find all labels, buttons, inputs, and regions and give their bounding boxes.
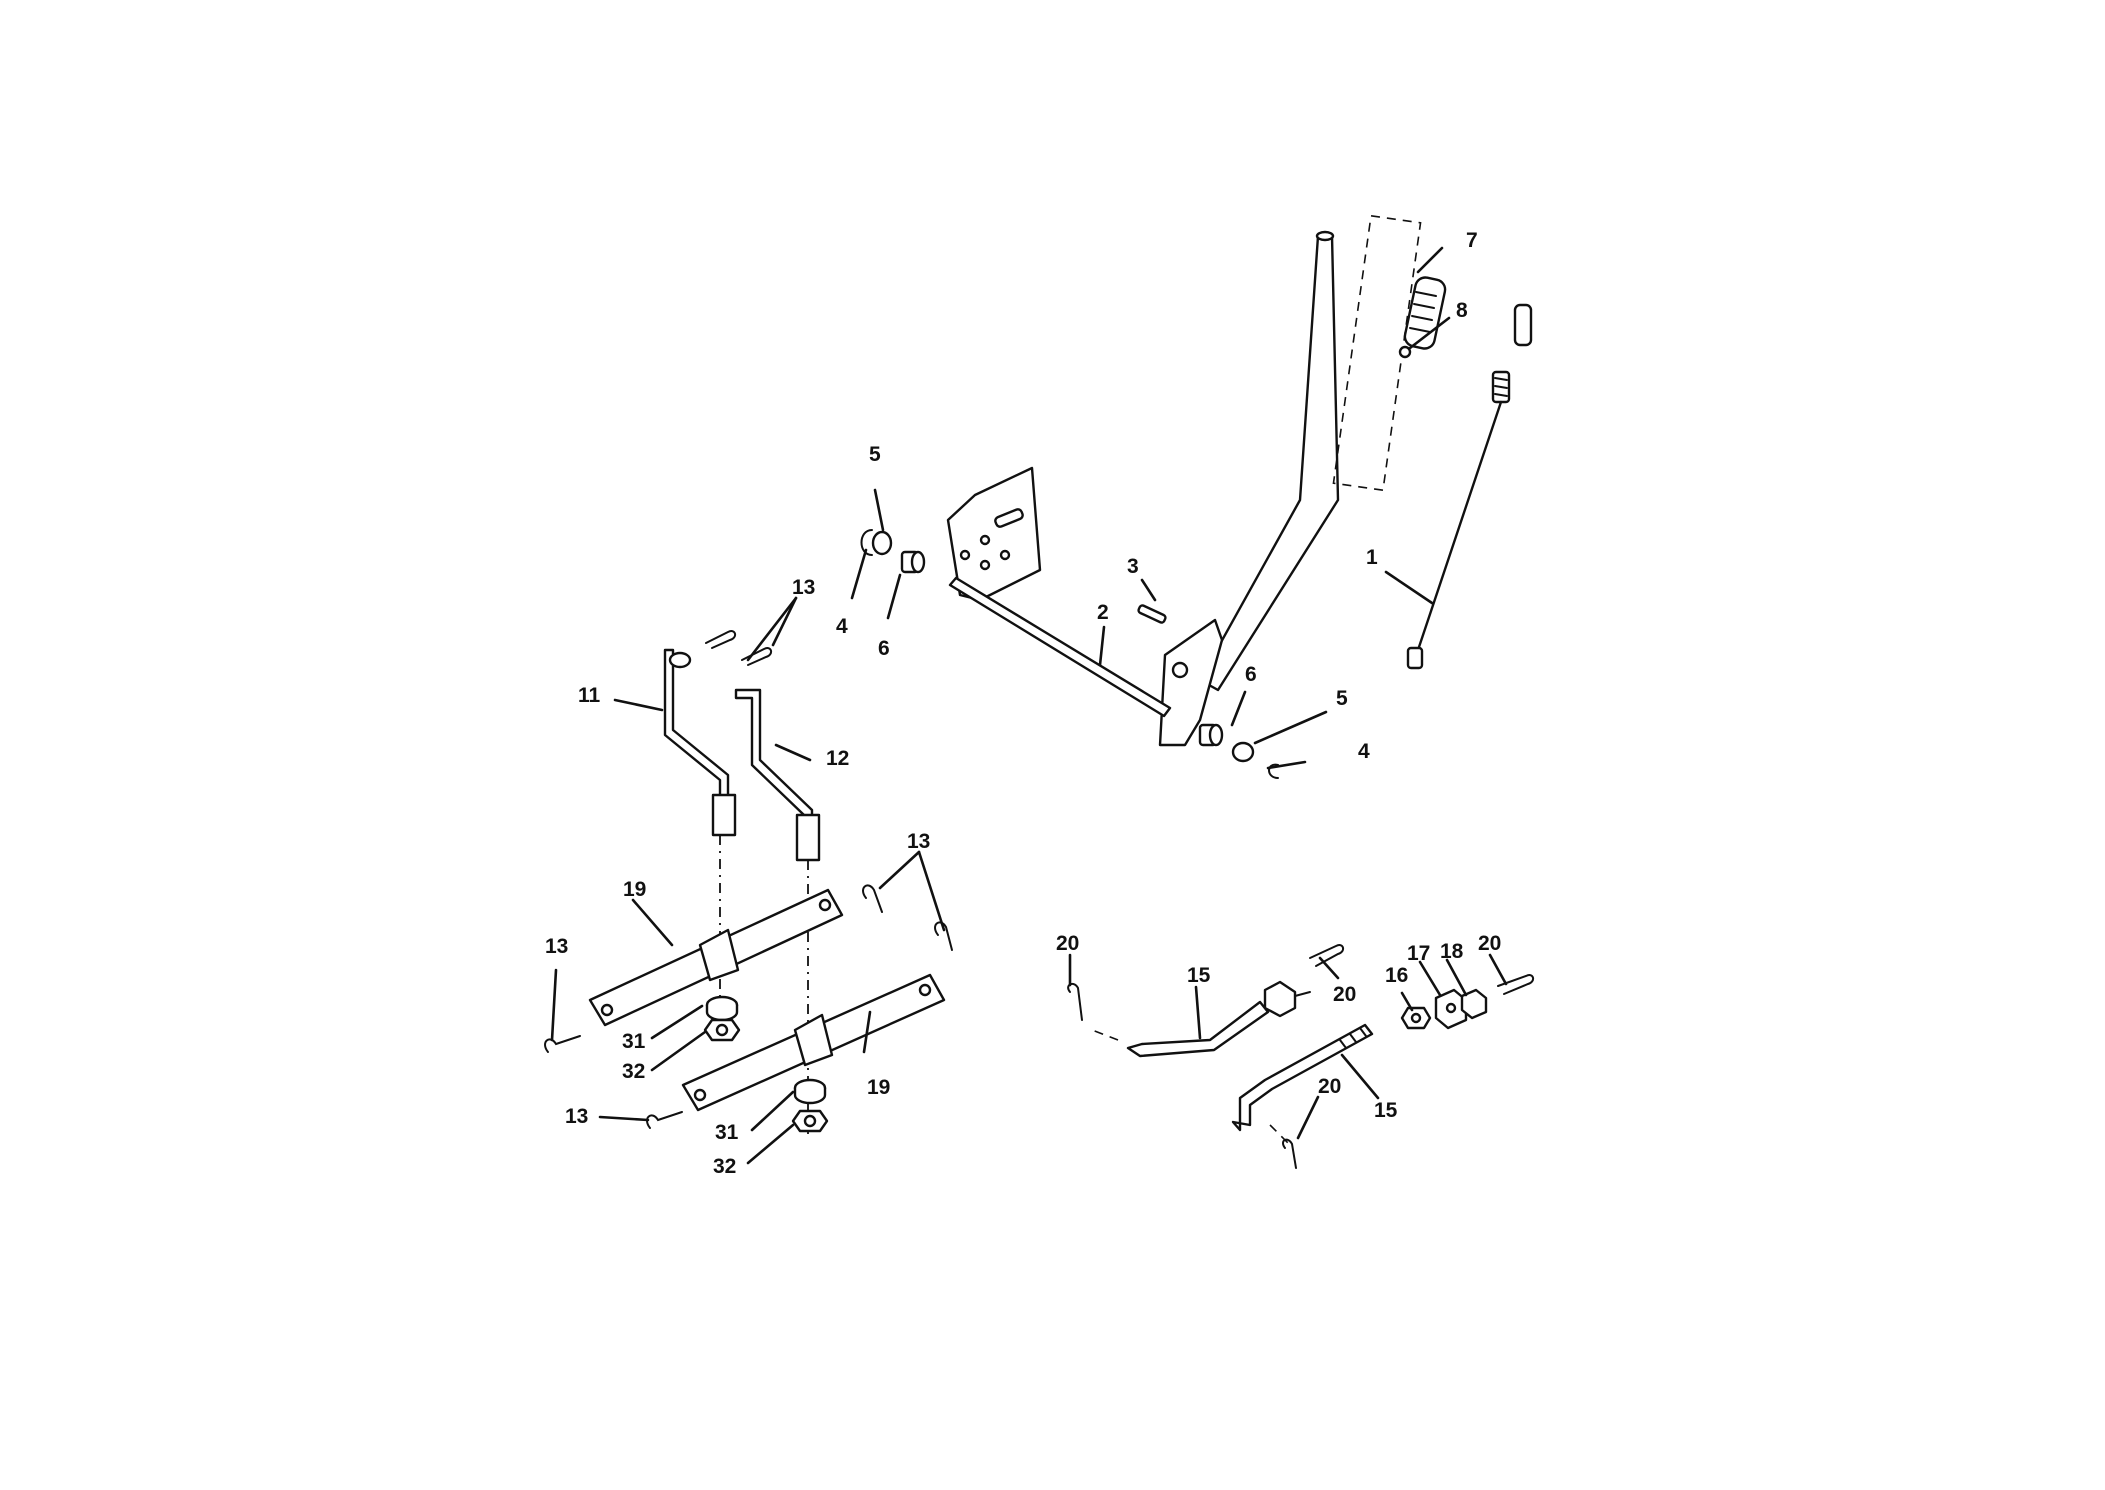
hairpin-clip bbox=[544, 1035, 581, 1053]
callout-13: 13 bbox=[792, 576, 815, 599]
e-ring-left bbox=[860, 529, 873, 556]
callout-31: 31 bbox=[715, 1121, 739, 1144]
handle-grip bbox=[1403, 276, 1447, 350]
lift-arm-upper bbox=[588, 888, 844, 1027]
cotter-pin bbox=[1067, 982, 1083, 1021]
washer-left bbox=[871, 530, 893, 556]
cotter-pin bbox=[1282, 1138, 1297, 1169]
callout-13: 13 bbox=[545, 935, 568, 958]
callout-19: 19 bbox=[867, 1076, 890, 1099]
callout-19: 19 bbox=[623, 878, 646, 901]
callout-13: 13 bbox=[907, 830, 930, 853]
hex-nut-lower bbox=[791, 1109, 829, 1133]
cotter-pin bbox=[1309, 944, 1344, 967]
adjust-nut bbox=[1400, 1006, 1432, 1030]
callout-6: 6 bbox=[1245, 663, 1257, 686]
roll-pin bbox=[1137, 604, 1167, 624]
cotter-pin bbox=[1497, 974, 1534, 995]
callout-13: 13 bbox=[565, 1105, 588, 1128]
mounting-plate bbox=[946, 466, 1042, 602]
callout-20: 20 bbox=[1333, 983, 1356, 1006]
callout-12: 12 bbox=[826, 747, 849, 770]
callout-1: 1 bbox=[1366, 546, 1378, 569]
adjust-rod-upper bbox=[1126, 980, 1311, 1058]
spacer-left bbox=[900, 550, 926, 574]
callout-32: 32 bbox=[622, 1060, 645, 1083]
hairpin-clip bbox=[934, 921, 953, 951]
cross-shaft bbox=[948, 576, 1172, 718]
release-rod bbox=[1406, 303, 1533, 670]
adjust-block bbox=[1434, 988, 1468, 1030]
callout-5: 5 bbox=[869, 443, 881, 466]
callout-5: 5 bbox=[1336, 687, 1348, 710]
callout-20: 20 bbox=[1056, 932, 1079, 955]
callout-4: 4 bbox=[1358, 740, 1370, 763]
callout-8: 8 bbox=[1456, 299, 1468, 322]
callout-4: 4 bbox=[836, 615, 848, 638]
lift-link-left bbox=[663, 648, 737, 837]
hairpin-clip bbox=[646, 1111, 683, 1129]
lift-link-right bbox=[734, 688, 821, 862]
spacer-right bbox=[1198, 723, 1224, 747]
callout-32: 32 bbox=[713, 1155, 736, 1178]
callout-15: 15 bbox=[1187, 964, 1211, 987]
lift-arm-lower bbox=[681, 973, 946, 1112]
callout-20: 20 bbox=[1478, 932, 1501, 955]
lift-handle bbox=[1158, 230, 1340, 747]
spacer-bushing-upper bbox=[705, 995, 739, 1022]
grip-spring bbox=[1398, 345, 1412, 359]
callout-7: 7 bbox=[1466, 229, 1478, 252]
e-ring-right bbox=[1268, 763, 1279, 779]
hairpin-clip bbox=[862, 884, 883, 913]
trunnion bbox=[1460, 988, 1488, 1020]
callout-15: 15 bbox=[1374, 1099, 1398, 1122]
hairpin-clip bbox=[705, 630, 736, 649]
callout-2: 2 bbox=[1097, 601, 1109, 624]
washer-right bbox=[1231, 741, 1255, 763]
callout-20: 20 bbox=[1318, 1075, 1341, 1098]
adjust-rod-lower bbox=[1231, 1023, 1374, 1132]
hairpin-clip bbox=[741, 647, 772, 666]
spacer-bushing-lower bbox=[793, 1078, 827, 1105]
callout-17: 17 bbox=[1407, 942, 1430, 965]
callout-3: 3 bbox=[1127, 555, 1139, 578]
callout-16: 16 bbox=[1385, 964, 1408, 987]
callout-18: 18 bbox=[1440, 940, 1464, 963]
callout-6: 6 bbox=[878, 637, 890, 660]
callout-31: 31 bbox=[622, 1030, 646, 1053]
hex-nut-upper bbox=[703, 1018, 741, 1042]
callout-11: 11 bbox=[578, 684, 601, 707]
